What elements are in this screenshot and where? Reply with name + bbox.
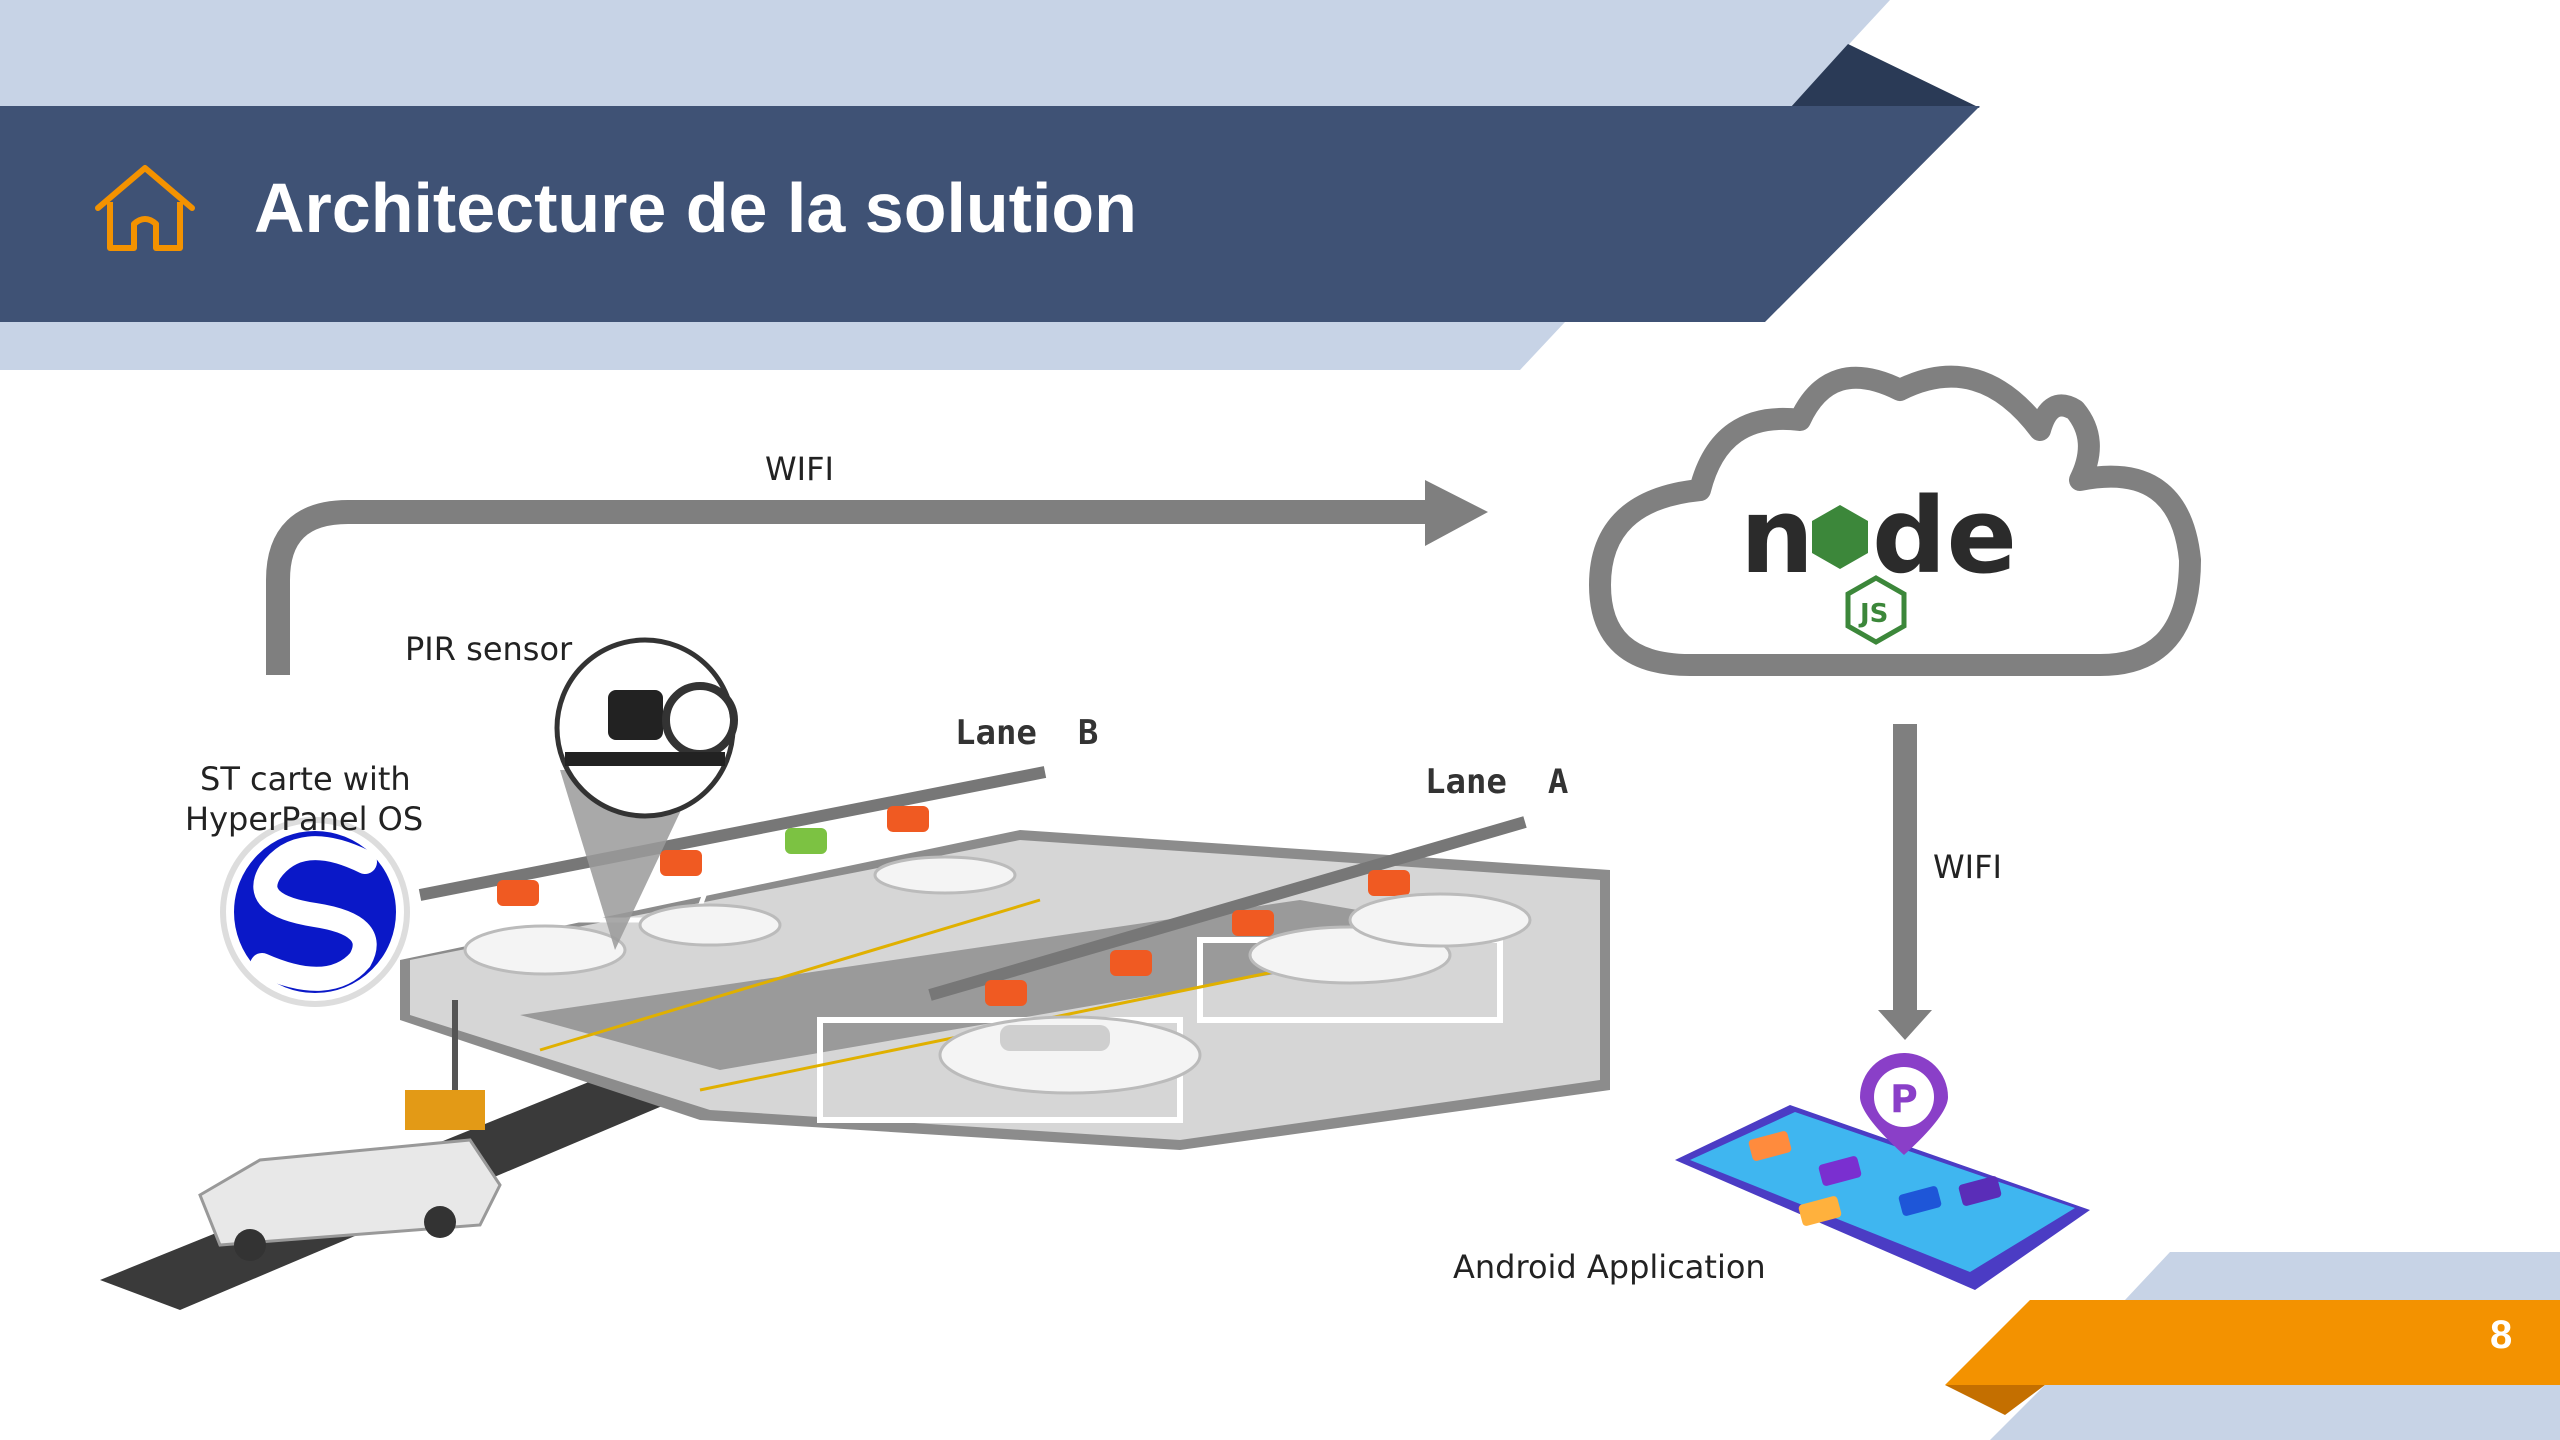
- car-icon: [463, 924, 627, 976]
- wifi-arrow-down: [1878, 724, 1932, 1040]
- pir-sensor-label: PIR sensor: [405, 630, 573, 668]
- svg-text:de: de: [1872, 475, 2017, 597]
- car-icon: [938, 1015, 1202, 1095]
- wifi-arrow-top: [266, 480, 1488, 675]
- wifi-top-label: WIFI: [765, 450, 834, 488]
- st-card-label-line2: HyperPanel OS: [185, 800, 424, 838]
- header-light-band: [0, 0, 1890, 108]
- barrier-gate-icon: [405, 1090, 485, 1130]
- svg-text:n: n: [1740, 475, 1814, 597]
- header-title-band: [0, 106, 1980, 322]
- nodejs-logo: n de JS: [1740, 475, 2017, 645]
- svg-text:P: P: [1890, 1077, 1918, 1121]
- car-icon: [1348, 892, 1532, 948]
- footer-light-band-bottom: [1990, 1385, 2560, 1440]
- car-icon: [873, 855, 1017, 895]
- footer-orange-shadow: [1945, 1385, 2045, 1415]
- car-icon: [638, 903, 782, 947]
- page-number: 8: [2490, 1313, 2513, 1357]
- van-icon: [198, 1138, 502, 1261]
- lane-b-label: Lane B: [955, 713, 1099, 753]
- pir-sensor-icon: [554, 637, 738, 950]
- js-badge-icon: [1845, 575, 1907, 645]
- wifi-right-label: WIFI: [1933, 848, 2002, 886]
- parking-lot-illustration: [100, 766, 1610, 1310]
- header-dark-wedge: [1790, 44, 1980, 108]
- android-app-phone: P: [1675, 1053, 2090, 1290]
- node-hexagon-icon: [1812, 505, 1868, 569]
- cloud-shape: [1589, 365, 2201, 676]
- footer-orange-band: [1945, 1300, 2560, 1385]
- android-app-label: Android Application: [1453, 1248, 1766, 1286]
- footer-light-band-top: [2125, 1252, 2560, 1300]
- st-card-label-line1: ST carte with: [200, 760, 411, 798]
- st-card-logo: [220, 817, 410, 1007]
- header-lower-band: [0, 322, 1565, 370]
- svg-text:JS: JS: [1858, 599, 1888, 629]
- slide-title: Architecture de la solution: [254, 169, 1137, 247]
- home-icon[interactable]: [92, 162, 198, 254]
- lane-a-label: Lane A: [1425, 762, 1569, 802]
